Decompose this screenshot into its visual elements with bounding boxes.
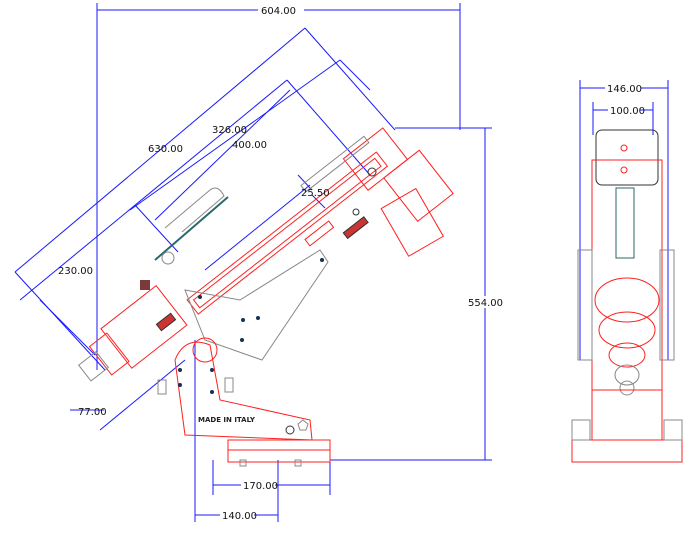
dim-400: 400.00 <box>232 140 267 151</box>
dim-146: 146.00 <box>607 84 642 95</box>
dim-554: 554.00 <box>468 298 503 309</box>
dim-326: 326.00 <box>212 125 247 136</box>
dim-604: 604.00 <box>261 6 296 17</box>
dim-140: 140.00 <box>222 511 257 522</box>
dim-630: 630.00 <box>148 144 183 155</box>
dim-170: 170.00 <box>243 481 278 492</box>
dim-25-50: 25.50 <box>301 188 330 199</box>
side-view-mount <box>77 127 454 467</box>
dimension-labels: 604.00 630.00 326.00 400.00 25.50 230.00… <box>58 4 645 522</box>
dim-100: 100.00 <box>610 106 645 117</box>
front-view-mount <box>571 129 683 463</box>
dim-77: 77.00 <box>78 407 107 418</box>
made-in-italy-label: MADE IN ITALY <box>198 416 256 424</box>
dimension-lines <box>14 3 669 522</box>
dim-230: 230.00 <box>58 266 93 277</box>
